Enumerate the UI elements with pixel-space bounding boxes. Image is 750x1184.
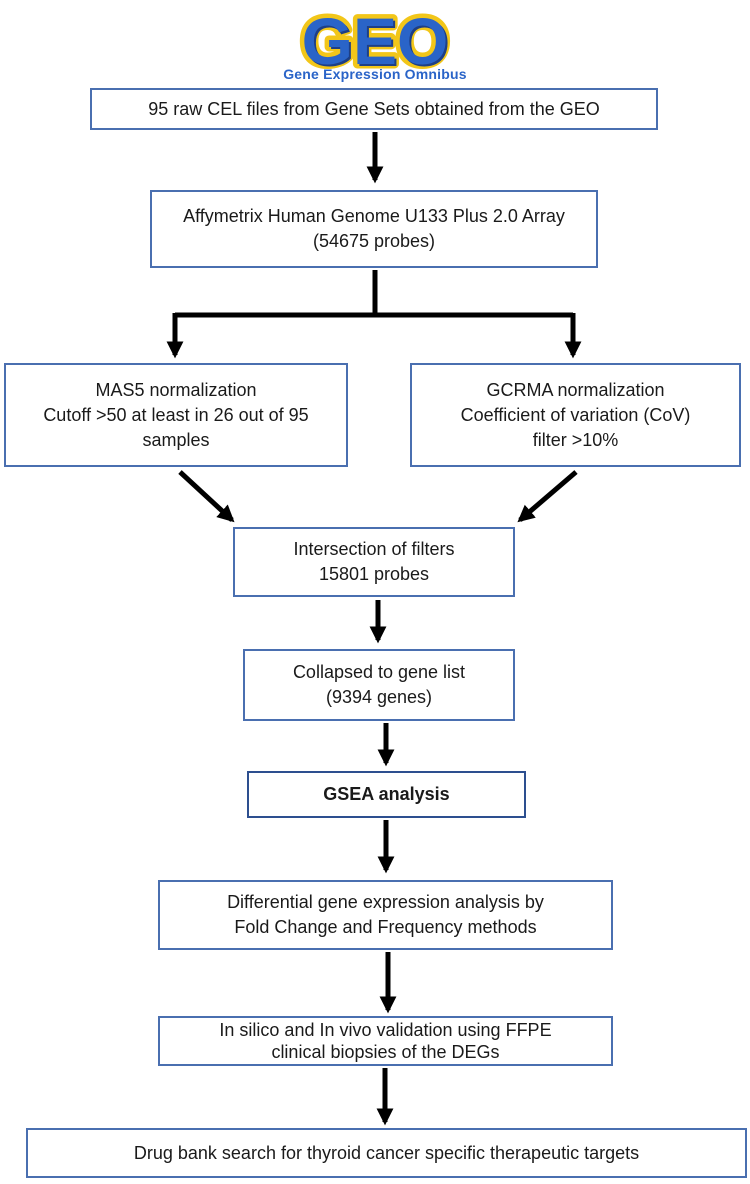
mas5-line-2: Cutoff >50 at least in 26 out of 95 bbox=[43, 404, 309, 425]
gsea-box: GSEA analysis bbox=[247, 771, 526, 818]
intersection-line-1: Intersection of filters bbox=[293, 539, 455, 559]
gcrma-line-1: GCRMA normalization bbox=[486, 379, 665, 400]
geo-logo-icon: GEO GEO GEO bbox=[297, 0, 453, 83]
geo-logo-wordmark: GEO bbox=[302, 4, 449, 78]
geo-logo-outline: GEO bbox=[302, 4, 449, 78]
geo-logo-caption: Gene Expression Omnibus bbox=[283, 66, 467, 82]
arrow-gcrma-to-intersection bbox=[517, 470, 578, 523]
collapsed-line-2: (9394 genes) bbox=[325, 687, 433, 707]
array-line-2: (54675 probes) bbox=[312, 231, 436, 251]
drugbank-box: Drug bank search for thyroid cancer spec… bbox=[26, 1128, 747, 1178]
mas5-box: MAS5 normalization Cutoff >50 at least i… bbox=[4, 363, 348, 467]
collapsed-box: Collapsed to gene list (9394 genes) bbox=[243, 649, 515, 721]
raw-files-line-1: 95 raw CEL files from Gene Sets obtained… bbox=[148, 98, 600, 119]
intersection-box: Intersection of filters 15801 probes bbox=[233, 527, 515, 597]
raw-files-box: 95 raw CEL files from Gene Sets obtained… bbox=[90, 88, 658, 130]
differential-line-1: Differential gene expression analysis by bbox=[227, 892, 544, 912]
geo-logo: GEO GEO GEO bbox=[250, 0, 500, 90]
gcrma-line-2: Coefficient of variation (CoV) bbox=[460, 404, 691, 425]
validation-line-2: clinical biopsies of the DEGs bbox=[271, 1042, 500, 1062]
mas5-line-1: MAS5 normalization bbox=[95, 379, 257, 400]
gsea-line-1: GSEA analysis bbox=[323, 784, 450, 804]
validation-box: In silico and In vivo validation using F… bbox=[158, 1016, 613, 1066]
array-box: Affymetrix Human Genome U133 Plus 2.0 Ar… bbox=[150, 190, 598, 268]
gcrma-box: GCRMA normalization Coefficient of varia… bbox=[410, 363, 741, 467]
collapsed-line-1: Collapsed to gene list bbox=[292, 662, 466, 682]
gcrma-line-3: filter >10% bbox=[532, 429, 619, 450]
mas5-line-3: samples bbox=[142, 429, 210, 450]
array-line-1: Affymetrix Human Genome U133 Plus 2.0 Ar… bbox=[183, 206, 565, 226]
intersection-line-2: 15801 probes bbox=[318, 564, 430, 584]
differential-line-2: Fold Change and Frequency methods bbox=[234, 917, 537, 937]
validation-line-1: In silico and In vivo validation using F… bbox=[219, 1020, 552, 1040]
geo-logo-shadow: GEO bbox=[304, 6, 451, 80]
arrow-mas5-to-intersection bbox=[178, 470, 235, 523]
differential-box: Differential gene expression analysis by… bbox=[158, 880, 613, 950]
drugbank-line-1: Drug bank search for thyroid cancer spec… bbox=[133, 1142, 640, 1163]
